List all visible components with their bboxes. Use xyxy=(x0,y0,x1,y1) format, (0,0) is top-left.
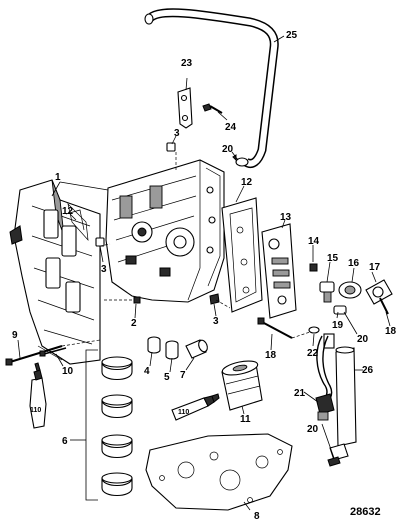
bearing-shells-part xyxy=(101,356,133,497)
callout-24: 24 xyxy=(225,122,237,133)
bushing-7-part xyxy=(185,339,208,359)
callout-12-right: 12 xyxy=(241,177,253,188)
base-gasket-part xyxy=(145,433,293,511)
callout-4: 4 xyxy=(144,366,150,377)
callout-5: 5 xyxy=(164,372,170,383)
callout-14: 14 xyxy=(308,236,320,247)
callout-18-bottom: 18 xyxy=(265,350,277,361)
screw-bottom-part xyxy=(257,317,293,339)
gasket-right-part xyxy=(221,197,263,313)
callout-10: 10 xyxy=(62,366,74,377)
nut-part xyxy=(309,263,318,272)
callout-20-top: 20 xyxy=(222,144,234,155)
callout-1: 1 xyxy=(55,172,61,183)
callout-labels: 1 2 3 3 3 4 5 6 7 8 9 10 11 12 12 13 14 … xyxy=(12,30,397,522)
callout-21: 21 xyxy=(294,388,306,399)
sealant-tube-right-part: 110 xyxy=(171,393,220,421)
bushing-4-part xyxy=(147,336,161,354)
dowel-pin-right-part xyxy=(209,293,220,305)
water-hose-part xyxy=(327,346,357,467)
thermostat-cover-part xyxy=(365,279,393,305)
callout-26: 26 xyxy=(362,365,374,376)
leader-lines xyxy=(17,35,391,511)
crankcase-left-half-part xyxy=(9,179,101,365)
diagram-id: 28632 xyxy=(350,506,381,518)
callout-23: 23 xyxy=(181,58,193,69)
temperature-sender-part xyxy=(315,335,335,421)
callout-3-top: 3 xyxy=(174,128,180,139)
screw-part xyxy=(202,103,223,114)
bracket-part xyxy=(177,87,193,129)
callout-6: 6 xyxy=(62,436,68,447)
fitting-part xyxy=(308,305,347,349)
dowel-pin-left-part xyxy=(95,237,105,247)
callout-20-bottom: 20 xyxy=(307,424,319,435)
sealant-tube-left-part: 110 xyxy=(29,362,47,429)
dowel-pin-part xyxy=(166,142,176,152)
oil-filter-part xyxy=(221,360,263,411)
tube-label-right: 110 xyxy=(178,409,189,416)
callout-25: 25 xyxy=(286,30,298,41)
short-screw-part xyxy=(39,347,67,357)
callout-11: 11 xyxy=(240,414,251,425)
tube-label-left: 110 xyxy=(30,407,41,414)
callout-18-right: 18 xyxy=(385,326,397,337)
callout-9: 9 xyxy=(12,330,18,341)
cylinder-block-part xyxy=(105,159,225,303)
cover-plate-part xyxy=(261,223,297,319)
callout-15: 15 xyxy=(327,253,339,264)
callout-8: 8 xyxy=(254,511,260,522)
callout-17: 17 xyxy=(369,262,381,273)
callout-19: 19 xyxy=(332,320,344,331)
callout-16: 16 xyxy=(348,258,360,269)
sensor-part xyxy=(319,281,335,303)
callout-7: 7 xyxy=(180,370,186,381)
callout-12-left: 12 xyxy=(62,206,74,217)
plug-part xyxy=(133,296,141,304)
screw-right-part xyxy=(379,297,389,315)
callout-22: 22 xyxy=(307,348,319,359)
callout-2: 2 xyxy=(131,318,137,329)
gasket-left-part xyxy=(67,202,89,242)
callout-13: 13 xyxy=(280,212,292,223)
bushing-5-part xyxy=(165,340,179,360)
callout-3-right: 3 xyxy=(213,316,219,327)
hose-part xyxy=(144,8,279,168)
callout-3-left: 3 xyxy=(101,264,107,275)
long-screw-part xyxy=(5,345,63,366)
callout-20-middle: 20 xyxy=(357,334,369,345)
thermostat-part xyxy=(338,281,362,299)
bearing-kit-bracket xyxy=(85,349,98,501)
